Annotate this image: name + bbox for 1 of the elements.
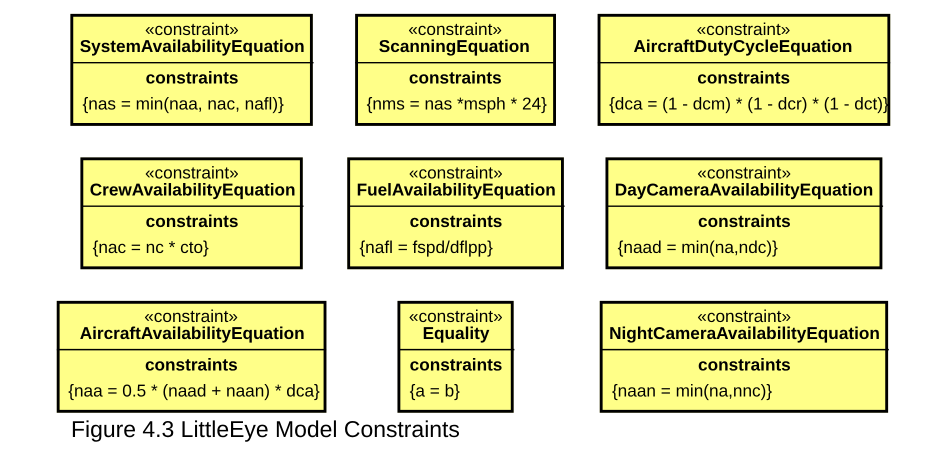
- caption: Figure 4.3 LittleEye Model Constraints: [70, 416, 460, 442]
